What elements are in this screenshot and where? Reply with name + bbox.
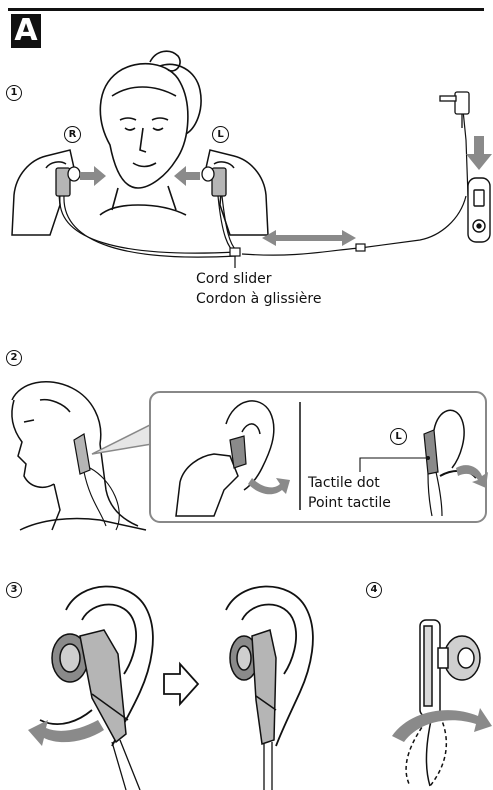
profile-earbud xyxy=(74,434,90,474)
double-arrow-icon xyxy=(262,230,356,246)
cord-joint xyxy=(356,244,365,251)
right-side-mark: R xyxy=(64,126,81,143)
left-side-mark-step2: L xyxy=(390,428,407,445)
step2-illustration xyxy=(0,360,493,560)
curved-arrow-step4 xyxy=(392,708,492,742)
left-side-mark: L xyxy=(212,126,229,143)
plug-down-arrow xyxy=(466,136,492,170)
tactile-dot-label-en: Tactile dot xyxy=(308,474,380,493)
cord-slider-label-en: Cord slider xyxy=(196,270,272,289)
earbud-after xyxy=(230,630,276,744)
next-step-arrow-icon xyxy=(164,664,198,704)
head-illustration xyxy=(100,51,201,215)
tactile-dot-label-fr: Point tactile xyxy=(308,494,391,513)
step3-illustration xyxy=(0,570,493,790)
cord-slider xyxy=(230,248,240,256)
earbud-cord-adjust xyxy=(406,620,480,786)
player-device-icon xyxy=(468,178,490,242)
cord-slider-label-fr: Cordon à glissière xyxy=(196,290,321,309)
